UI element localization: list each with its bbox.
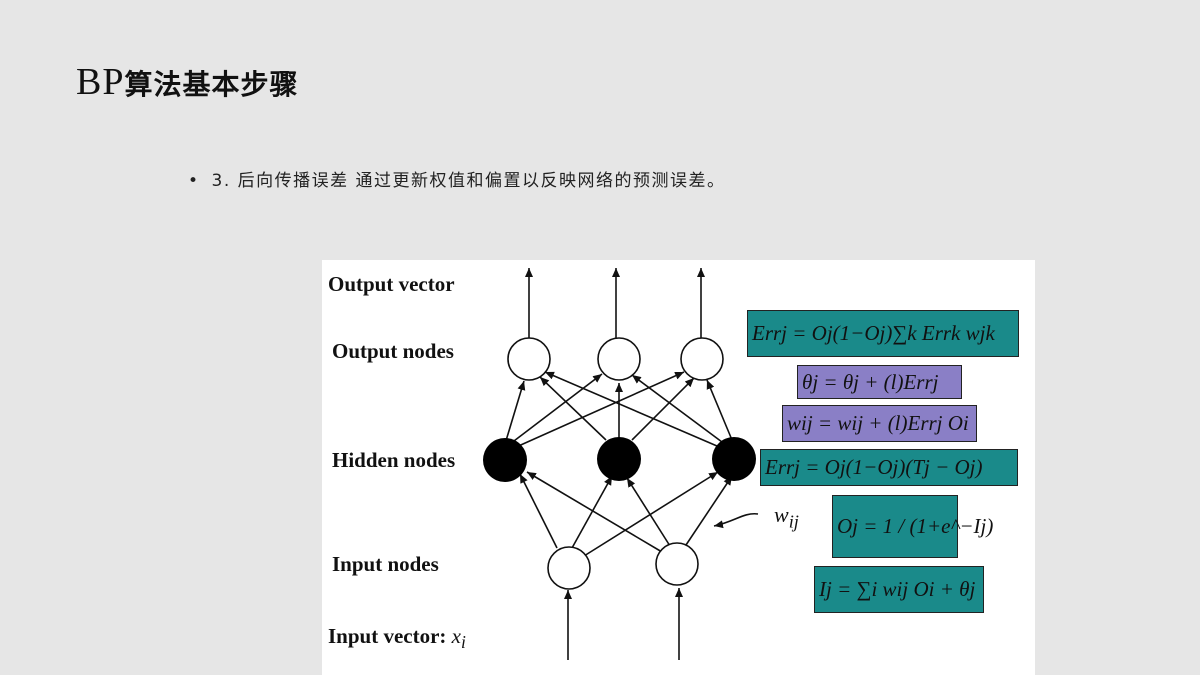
hidden-node-2	[597, 437, 641, 481]
edge-h3-o2	[631, 374, 723, 443]
input-nodes-label: Input nodes	[332, 552, 439, 576]
edge-h1-o1	[504, 380, 526, 445]
input-node-2	[655, 542, 699, 586]
output-vector-label: Output vector	[328, 272, 455, 296]
edge-h2-o1	[539, 376, 607, 441]
weight-pointer	[713, 512, 759, 529]
bullet-dot-icon: •	[188, 171, 200, 191]
output-node-1	[507, 337, 551, 381]
edge-h1-o3	[513, 371, 685, 449]
output-node-3	[680, 337, 724, 381]
weight-symbol: w	[774, 502, 789, 527]
title-chinese: 算法基本步骤	[124, 68, 299, 101]
edge-h3-o3	[706, 379, 733, 441]
edge-h2-o3	[631, 377, 695, 441]
weight-label: wij	[774, 502, 799, 532]
edge-i2-h3	[683, 475, 733, 549]
hidden-nodes-label: Hidden nodes	[332, 448, 456, 472]
hidden-node-3	[712, 437, 756, 481]
network-graph	[483, 268, 759, 660]
bp-network-diagram: Output vector Output nodes Hidden nodes …	[322, 260, 1035, 675]
formula-output-error: Errj = Oj(1−Oj)(Tj − Oj)	[760, 449, 1018, 486]
input-vector-text: Input vector:	[328, 624, 452, 648]
input-vector-sub: i	[460, 632, 466, 653]
output-node-2	[597, 337, 641, 381]
input-node-1	[547, 546, 591, 590]
formula-weight-update: wij = wij + (l)Errj Oi	[782, 405, 977, 442]
formula-bias-update: θj = θj + (l)Errj	[797, 365, 962, 399]
bullet-text: 3. 后向传播误差 通过更新权值和偏置以反映网络的预测误差。	[211, 171, 726, 191]
hidden-node-1	[483, 438, 527, 482]
formula-hidden-error: Errj = Oj(1−Oj)∑k Errk wjk	[747, 310, 1019, 357]
output-nodes-label: Output nodes	[332, 339, 454, 363]
input-vector-symbol: x	[451, 624, 461, 648]
bullet-item: • 3. 后向传播误差 通过更新权值和偏置以反映网络的预测误差。	[188, 166, 726, 191]
edge-h1-o2	[509, 373, 603, 445]
input-vector-label: Input vector: xi	[328, 624, 466, 653]
edge-i1-h2	[571, 475, 613, 549]
edge-i2-h2	[626, 477, 671, 547]
edge-i1-h3	[583, 471, 719, 557]
edge-i1-h1	[519, 473, 558, 549]
edge-h3-o1	[544, 371, 718, 447]
weight-sub: ij	[788, 511, 799, 532]
page-title: BP算法基本步骤	[76, 60, 299, 104]
formula-sigmoid: Oj = 1 / (1+e^−Ij)	[832, 495, 993, 558]
formula-net-input: Ij = ∑i wij Oi + θj	[814, 566, 984, 613]
title-latin: BP	[76, 61, 125, 103]
edge-i2-h1	[526, 471, 663, 553]
